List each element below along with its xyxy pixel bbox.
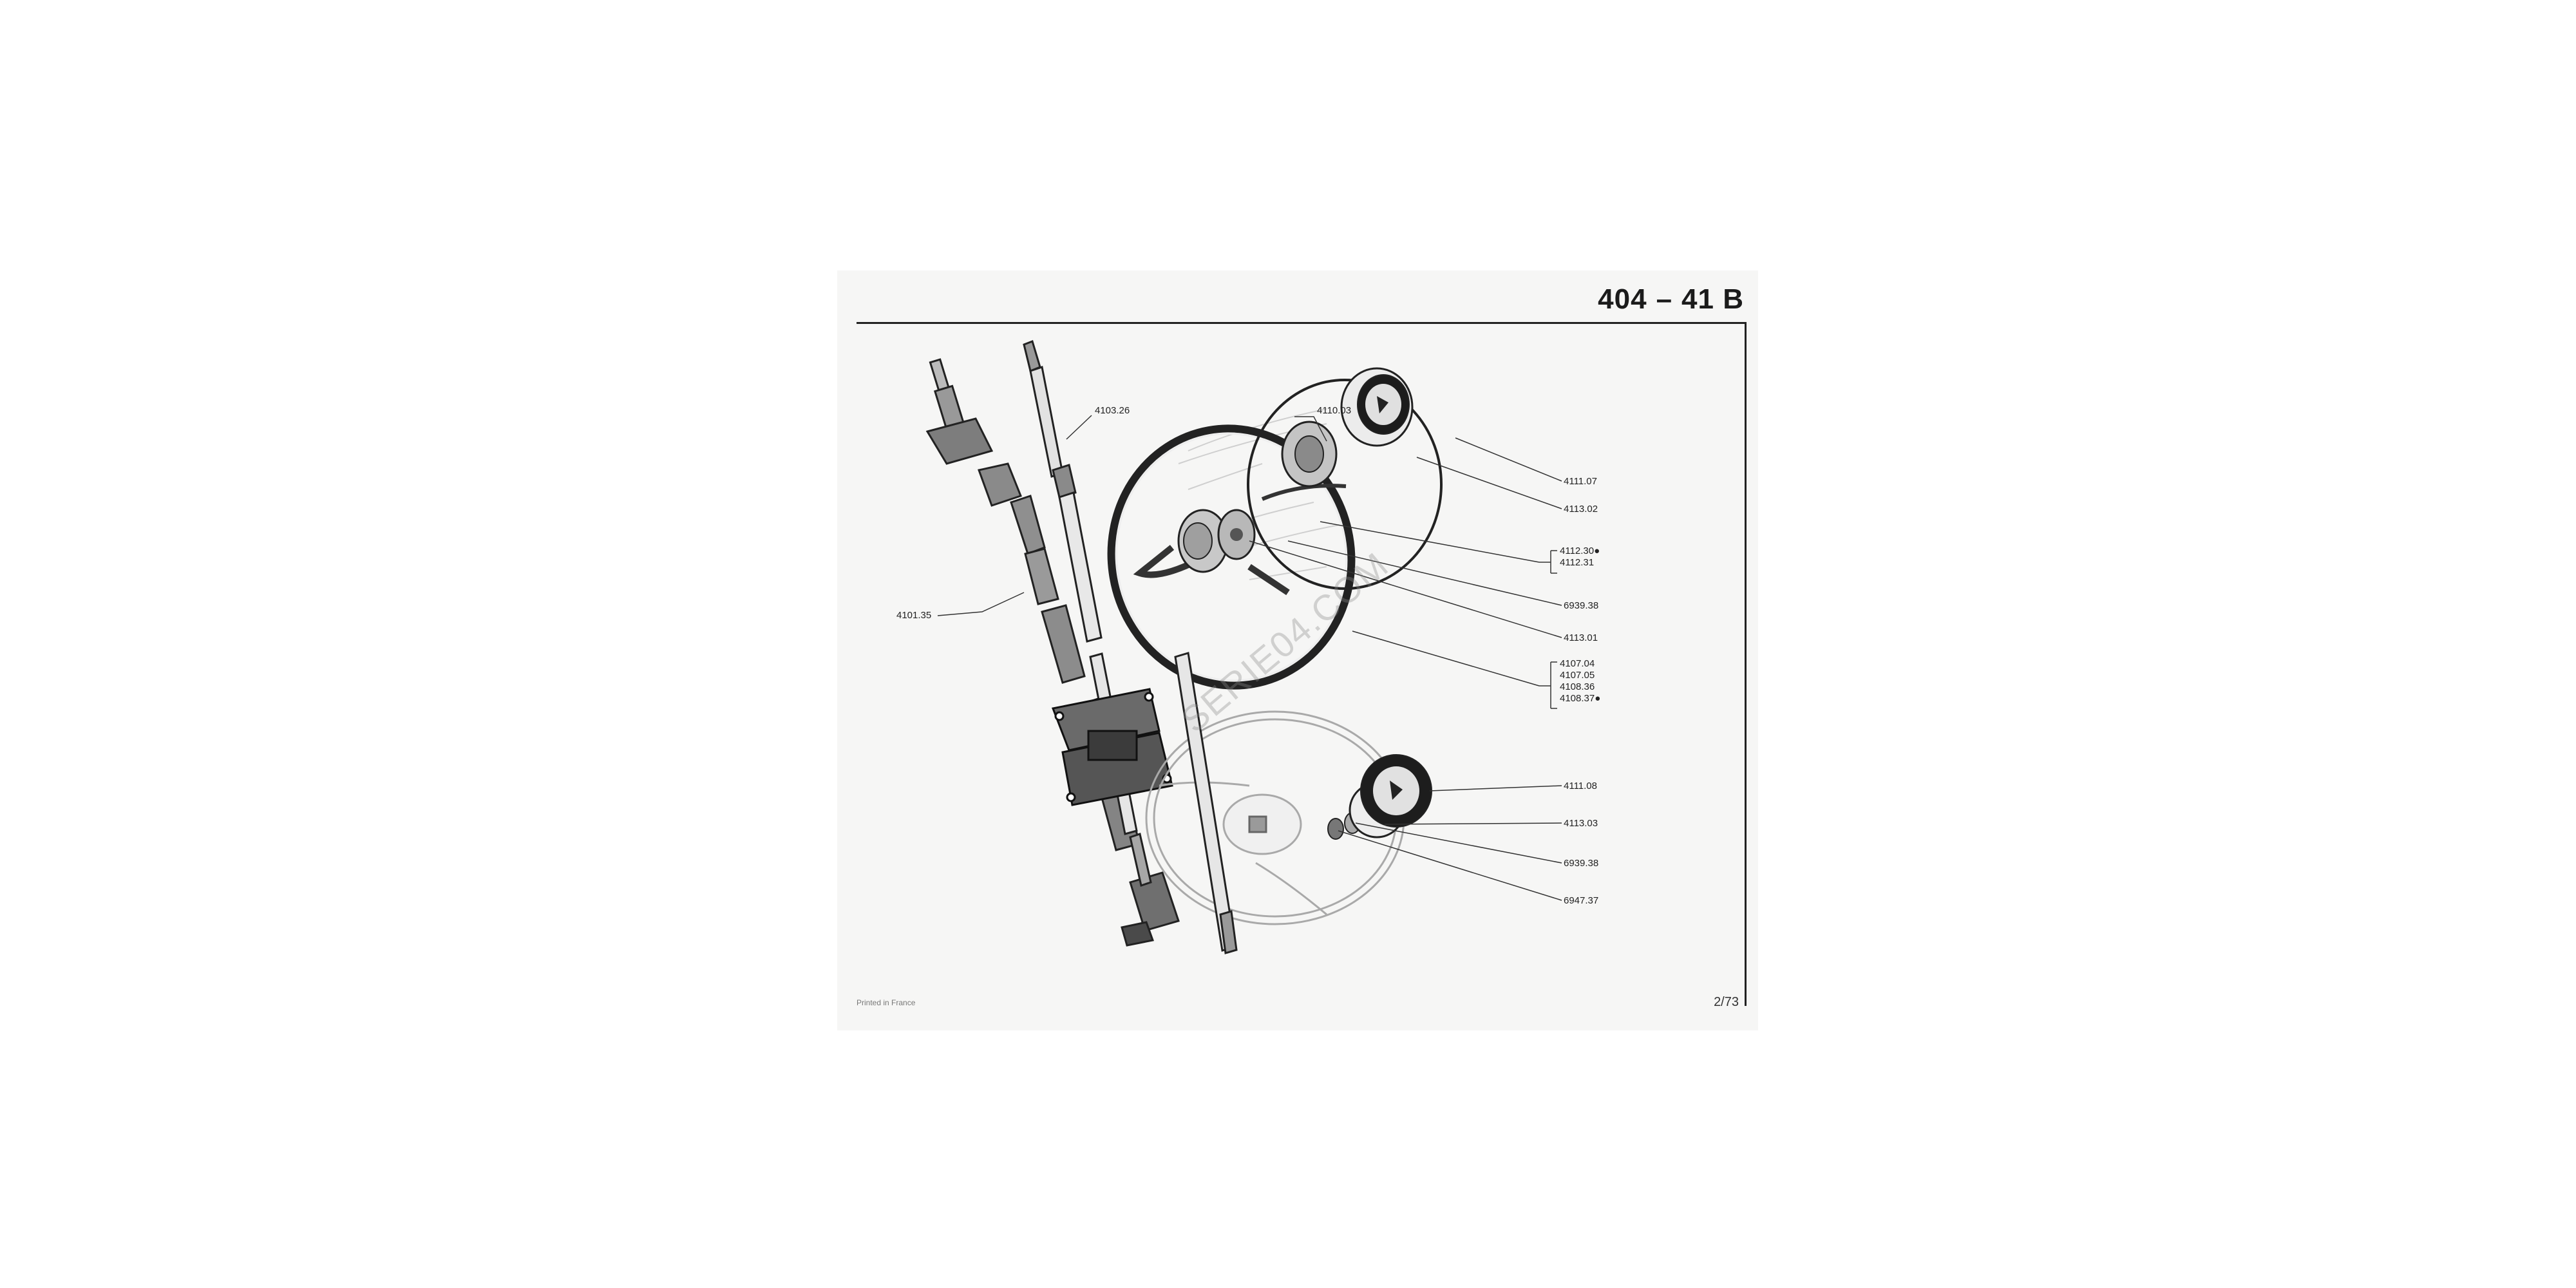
steering-column-assembly [925,358,1180,947]
callout-4113-03: 4113.03 [1564,818,1598,829]
horn-button-assembly-lower [1327,754,1432,840]
callout-6939-38-upper: 6939.38 [1564,600,1598,611]
parts-sheet: 404–41 B [837,270,1758,1030]
callout-4112-31: 4112.31 [1560,557,1594,568]
callout-4112-30: 4112.30● [1560,545,1600,556]
callout-6939-38-lower: 6939.38 [1564,858,1598,869]
leader-lines [937,415,1562,901]
callout-4113-01: 4113.01 [1564,632,1598,643]
page-header: 404–41 B [1598,283,1744,316]
callout-6947-37: 6947.37 [1564,895,1598,906]
callout-4111-07: 4111.07 [1564,476,1597,487]
callout-4111-08: 4111.08 [1564,781,1597,791]
callout-4103-26: 4103.26 [1095,405,1130,416]
model-number: 404 [1598,283,1647,315]
callout-4107-04: 4107.04 [1560,658,1595,669]
callout-4113-02: 4113.02 [1564,504,1598,515]
printed-in-note: Printed in France [857,998,916,1007]
exploded-diagram: 4103.26 4101.35 4110.03 4111.07 4113.02 … [896,340,1600,954]
horn-cover-assembly [1281,367,1414,488]
callout-4107-05: 4107.05 [1560,670,1595,681]
mounting-bracket [1051,688,1173,806]
callout-4101-35: 4101.35 [896,610,931,621]
header-rule [857,322,1747,324]
lower-shaft [1174,652,1238,954]
callout-labels: 4103.26 4101.35 4110.03 4111.07 4113.02 … [896,405,1600,906]
horn-ring [1247,379,1443,590]
page-number: 2/73 [1714,995,1739,1009]
callout-4108-37: 4108.37● [1560,693,1600,704]
header-separator: – [1656,283,1673,315]
callout-4108-36: 4108.36 [1560,681,1595,692]
right-border-rule [1745,322,1747,1006]
steering-wheel-upper [1107,424,1356,690]
callout-4110-03: 4110.03 [1317,405,1351,416]
section-number: 41 B [1681,283,1744,315]
